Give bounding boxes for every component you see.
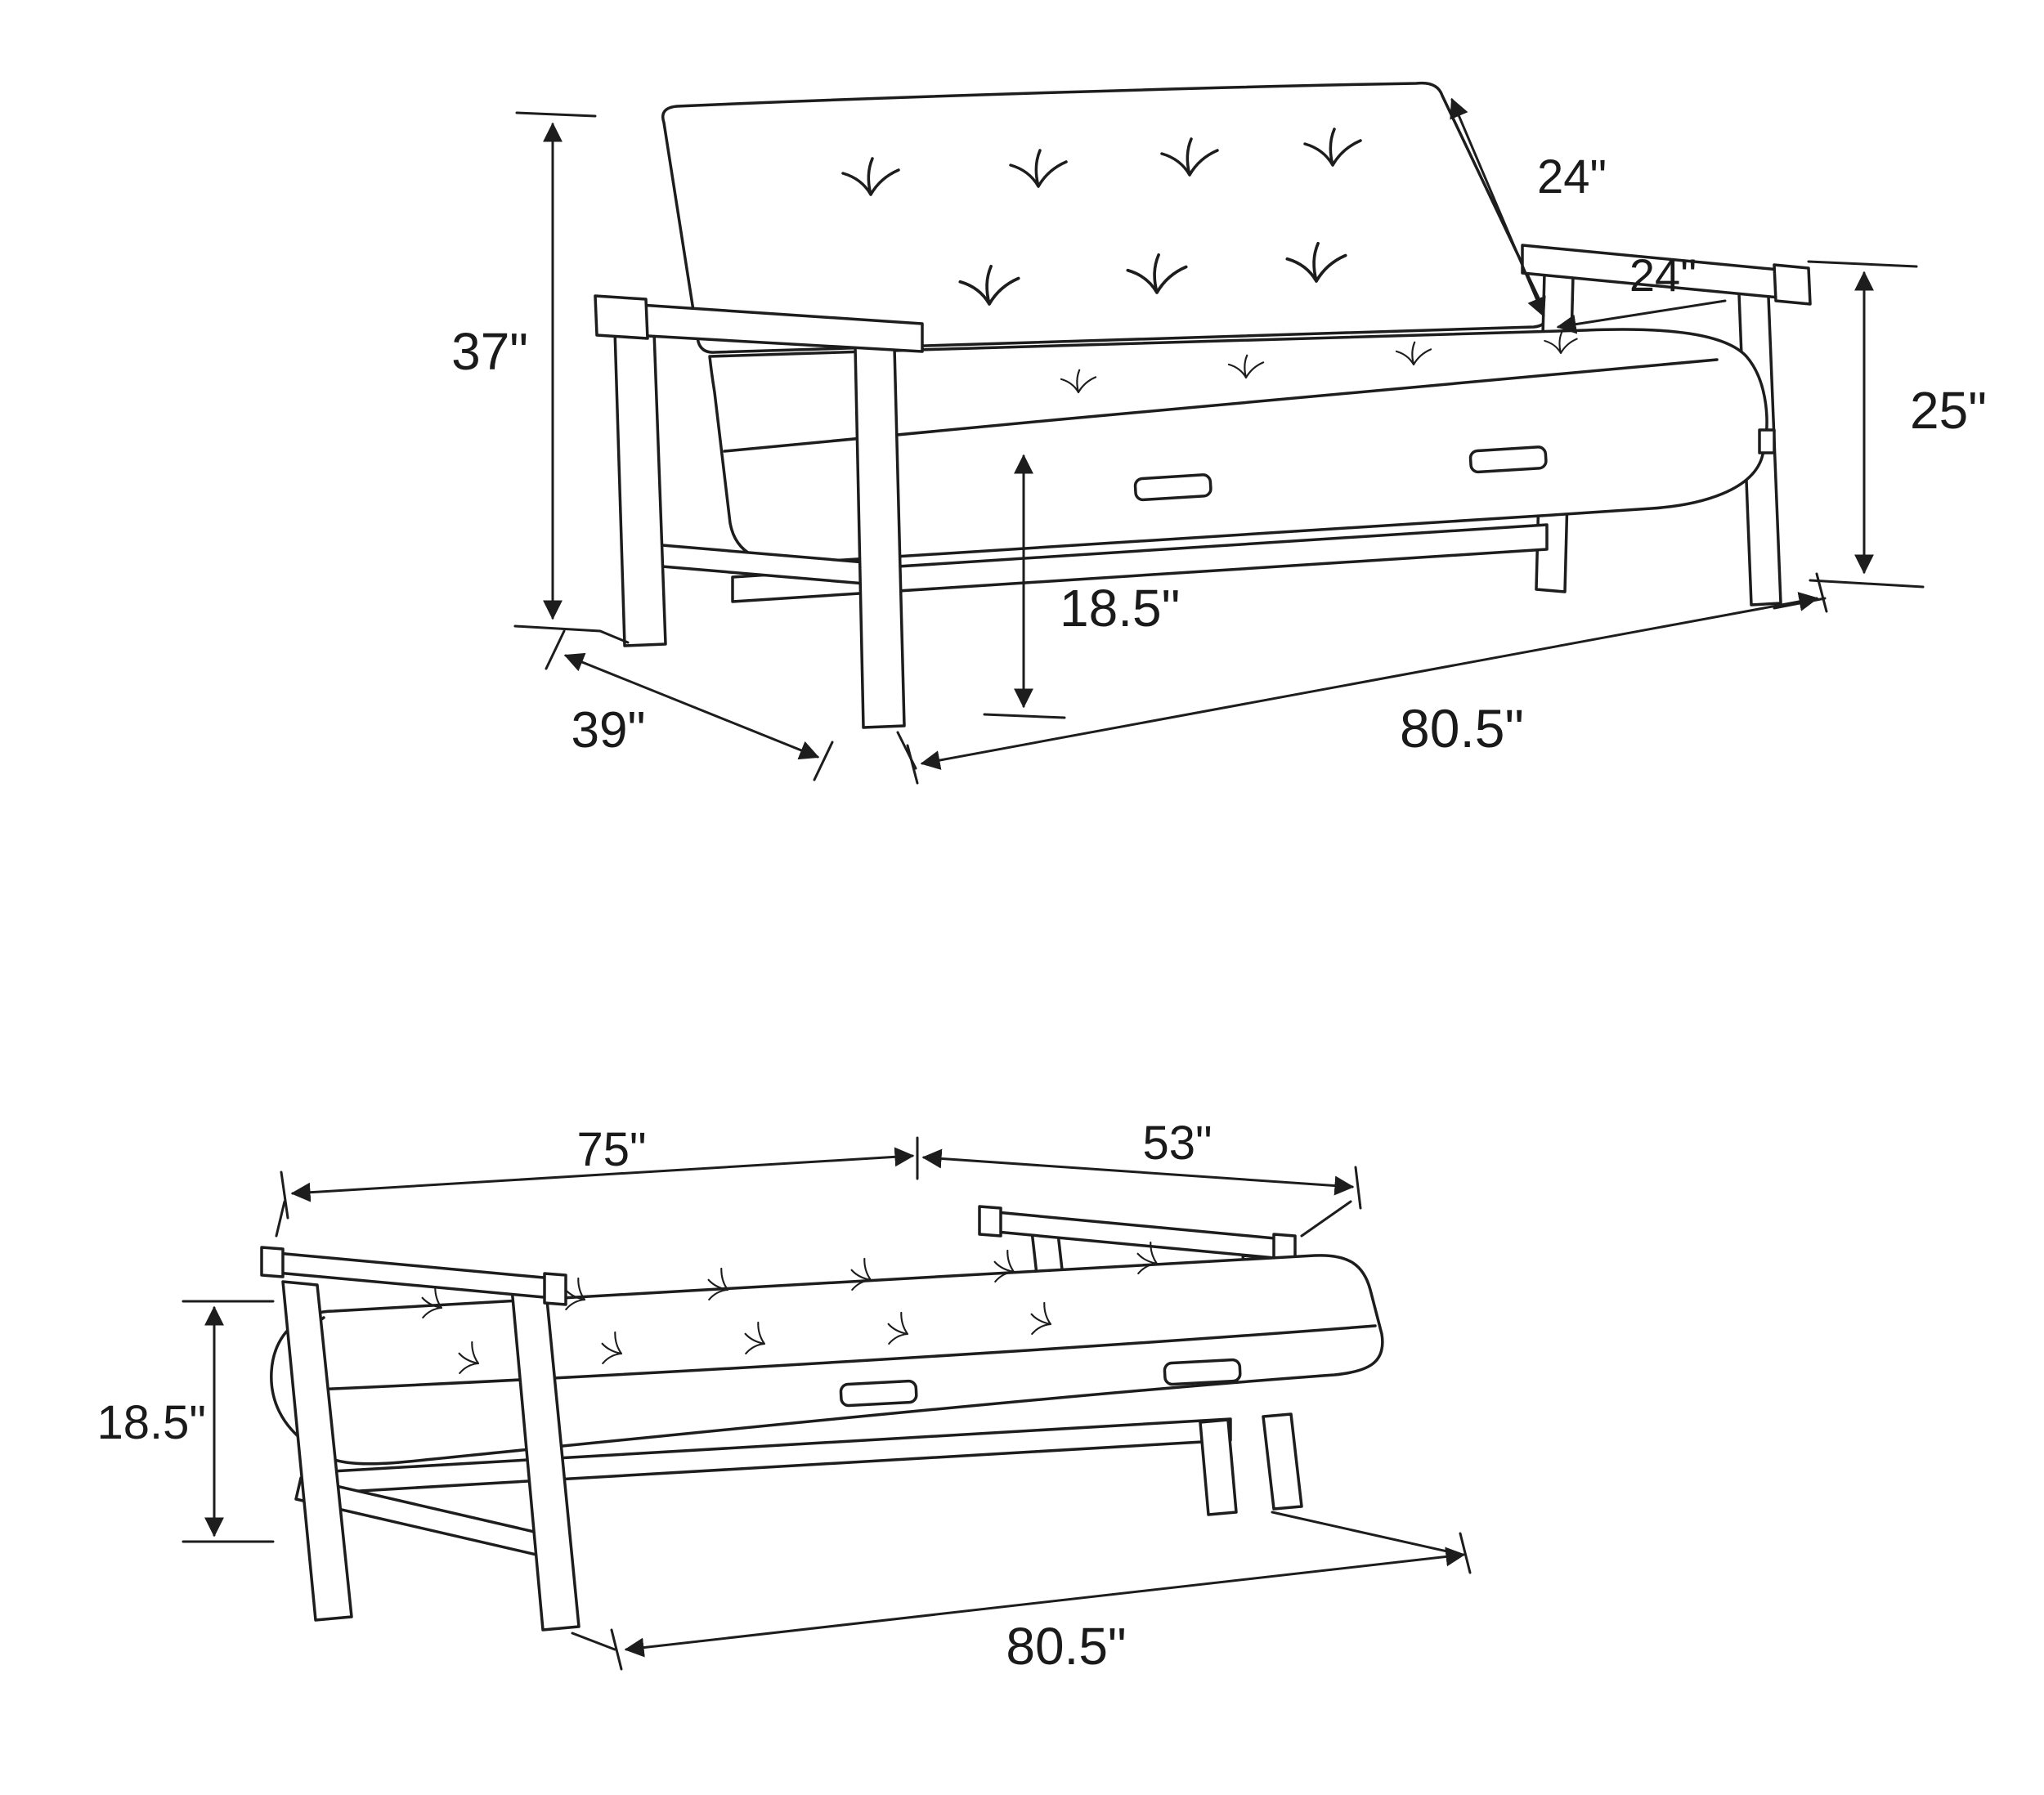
bed-left-armrest-cap [260, 1246, 285, 1278]
left-arm-assembly [594, 294, 924, 729]
front-frame-rail [731, 523, 1549, 603]
dimension-frame-height: 18.5" [97, 1300, 275, 1543]
bed-left-armrest-cap [543, 1272, 567, 1306]
dimension-overall-height: 37" [451, 111, 630, 644]
dim-label-frame-height: 18.5" [97, 1396, 206, 1449]
dim-label-seat-depth: 24" [1629, 249, 1697, 301]
dimension-sleeping-length: 75" [275, 1123, 919, 1238]
backrest-cushion [661, 81, 1548, 354]
bed-left-arm-assembly [260, 1246, 580, 1632]
left-armrest-cap [594, 294, 649, 340]
dim-label-overall-length: 80.5" [1400, 698, 1524, 759]
deck-slot [1468, 445, 1548, 474]
dim-label-seat-height: 18.5" [1060, 579, 1180, 638]
dimension-sleeping-width: 53" [921, 1117, 1362, 1238]
dimension-seat-depth: 24" [1556, 249, 1727, 334]
mattress-front-crease [312, 1324, 1377, 1391]
dimension-bed-overall-length: 80.5" [571, 1511, 1472, 1676]
dimension-overall-depth: 39" [545, 629, 834, 781]
deck-slot [1163, 1358, 1242, 1386]
right-armrest-cap [1773, 263, 1812, 306]
bed-flat-view: 75" 53" 18.5" 80.5" [97, 1117, 1472, 1676]
dim-label-bed-overall-length: 80.5" [1006, 1617, 1126, 1676]
backrest-outline [661, 81, 1548, 354]
dimension-backrest-depth: 24" [1450, 97, 1607, 318]
deck-slot [1133, 473, 1213, 502]
bed-right-leg-lower [1262, 1412, 1303, 1511]
bed-right-armrest-cap [978, 1205, 1002, 1238]
dim-label-sleeping-width: 53" [1142, 1117, 1212, 1170]
dimension-overall-length: 80.5" [896, 572, 1828, 785]
left-rear-leg [854, 345, 906, 729]
bed-right-leg-lower [1199, 1418, 1238, 1516]
dim-label-sleeping-length: 75" [576, 1123, 646, 1176]
dim-label-backrest-depth: 24" [1537, 150, 1607, 204]
deck-slot [839, 1379, 918, 1408]
bed-right-armrest-bar [986, 1210, 1285, 1260]
dim-label-overall-height: 37" [451, 322, 528, 381]
bed-left-front-leg [281, 1280, 353, 1622]
dimension-arm-height: 25" [1807, 260, 1987, 589]
deck-slots [1133, 445, 1548, 502]
left-front-leg [613, 329, 667, 647]
dim-label-arm-height: 25" [1910, 381, 1987, 440]
dim-label-overall-depth: 39" [572, 702, 646, 759]
sofa-upright-view: 37" 24" 24" 25" 18.5" [451, 81, 1987, 785]
hinge-detail [1758, 428, 1776, 454]
